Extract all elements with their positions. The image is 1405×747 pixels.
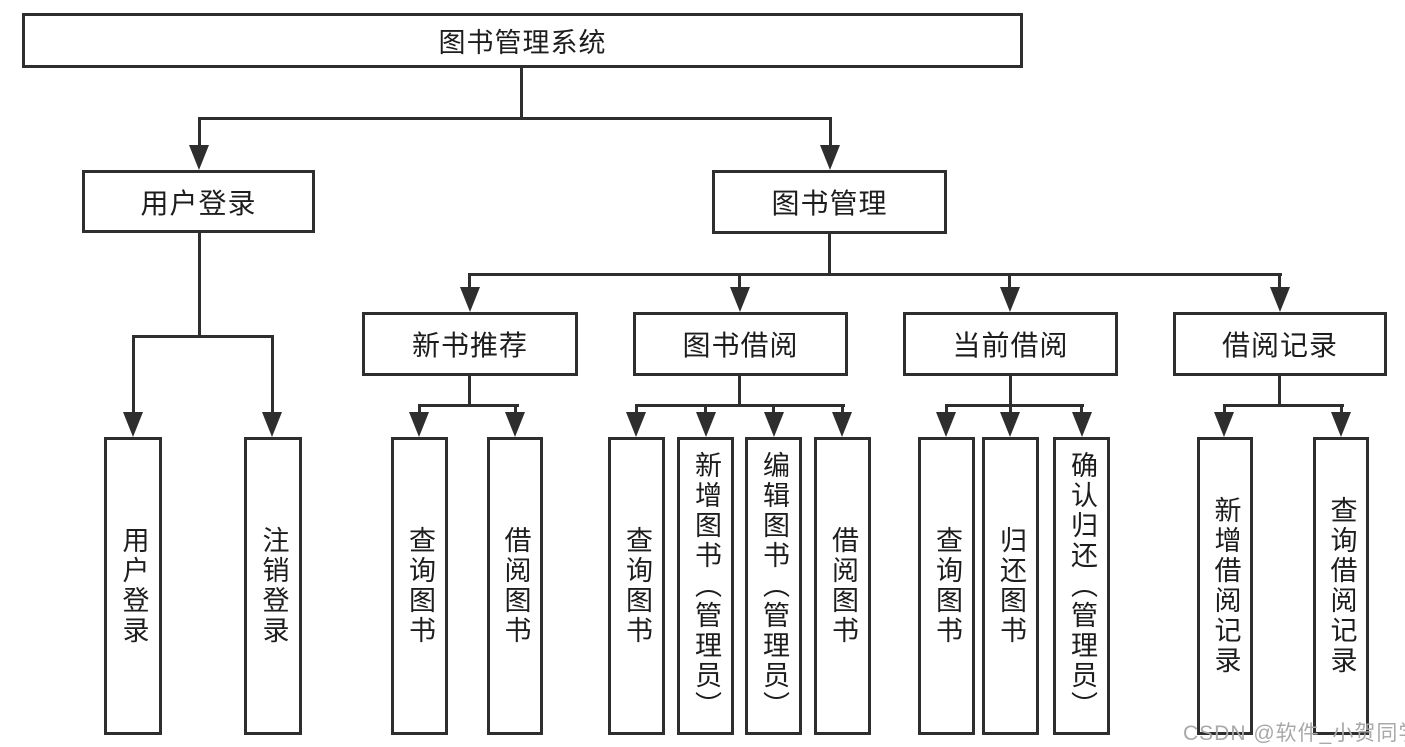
arrowhead-down-icon xyxy=(730,287,750,312)
leaf-query-books-1: 查询图书 xyxy=(391,437,448,735)
leaf-logout: 注销登录 xyxy=(244,437,302,735)
arrowhead-down-icon xyxy=(626,412,646,437)
connector-line xyxy=(829,117,832,149)
connector-line xyxy=(635,404,845,407)
connector-line xyxy=(514,404,517,416)
arrowhead-down-icon xyxy=(1000,412,1020,437)
node-user-login: 用户登录 xyxy=(82,170,315,233)
connector-line xyxy=(198,117,832,120)
connector-line xyxy=(1223,404,1226,416)
connector-line xyxy=(1008,273,1011,290)
leaf-borrow-books-2: 借阅图书 xyxy=(814,437,871,735)
arrowhead-down-icon xyxy=(764,412,784,437)
leaf-query-books-2: 查询图书 xyxy=(608,437,665,735)
connector-line xyxy=(945,404,948,416)
connector-line xyxy=(945,404,1084,407)
connector-line xyxy=(418,404,421,416)
connector-line xyxy=(198,117,201,149)
connector-line xyxy=(1223,404,1344,407)
connector-line xyxy=(132,335,274,338)
node-current-borrowing: 当前借阅 xyxy=(903,312,1118,376)
connector-line xyxy=(1080,404,1083,416)
connector-line xyxy=(520,68,523,117)
connector-line xyxy=(1278,376,1281,406)
connector-line xyxy=(132,335,135,415)
connector-line xyxy=(1009,404,1012,416)
csdn-watermark: CSDN @软件_小贺同学 xyxy=(1183,722,1405,745)
leaf-confirm-return-admin: 确认归还（管理员） xyxy=(1053,437,1110,735)
connector-line xyxy=(271,335,274,415)
leaf-query-borrow-record: 查询借阅记录 xyxy=(1313,437,1369,735)
arrowhead-down-icon xyxy=(123,412,143,437)
arrowhead-down-icon xyxy=(1331,412,1351,437)
connector-line xyxy=(1278,273,1281,290)
arrowhead-down-icon xyxy=(409,412,429,437)
leaf-add-book-admin: 新增图书（管理员） xyxy=(677,437,734,735)
node-book-borrowing: 图书借阅 xyxy=(633,312,848,376)
connector-line xyxy=(198,233,201,335)
connector-line xyxy=(635,404,638,416)
connector-line xyxy=(704,404,707,416)
arrowhead-down-icon xyxy=(820,145,840,170)
arrowhead-down-icon xyxy=(936,412,956,437)
leaf-query-books-3: 查询图书 xyxy=(918,437,975,735)
node-book-management: 图书管理 xyxy=(712,170,947,234)
arrowhead-down-icon xyxy=(460,287,480,312)
leaf-edit-book-admin: 编辑图书（管理员） xyxy=(745,437,802,735)
arrowhead-down-icon xyxy=(1214,412,1234,437)
node-library-system: 图书管理系统 xyxy=(22,13,1023,68)
connector-line xyxy=(468,273,471,290)
arrowhead-down-icon xyxy=(1072,412,1092,437)
arrowhead-down-icon xyxy=(189,145,209,170)
node-new-book-recommend: 新书推荐 xyxy=(362,312,578,376)
connector-line xyxy=(1340,404,1343,416)
arrowhead-down-icon xyxy=(832,412,852,437)
leaf-user-login: 用户登录 xyxy=(104,437,162,735)
leaf-return-book: 归还图书 xyxy=(982,437,1039,735)
arrowhead-down-icon xyxy=(505,412,525,437)
connector-line xyxy=(418,404,519,407)
arrowhead-down-icon xyxy=(262,412,282,437)
arrowhead-down-icon xyxy=(696,412,716,437)
leaf-borrow-books-1: 借阅图书 xyxy=(487,437,543,735)
arrowhead-down-icon xyxy=(1270,287,1290,312)
node-borrow-records: 借阅记录 xyxy=(1173,312,1387,376)
leaf-add-borrow-record: 新增借阅记录 xyxy=(1197,437,1253,735)
arrowhead-down-icon xyxy=(1000,287,1020,312)
connector-line xyxy=(1009,376,1012,406)
connector-line xyxy=(828,234,831,273)
connector-line xyxy=(738,376,741,406)
connector-line xyxy=(468,376,471,406)
connector-line xyxy=(738,273,741,290)
connector-line xyxy=(841,404,844,416)
connector-line xyxy=(468,273,1282,276)
connector-line xyxy=(772,404,775,416)
